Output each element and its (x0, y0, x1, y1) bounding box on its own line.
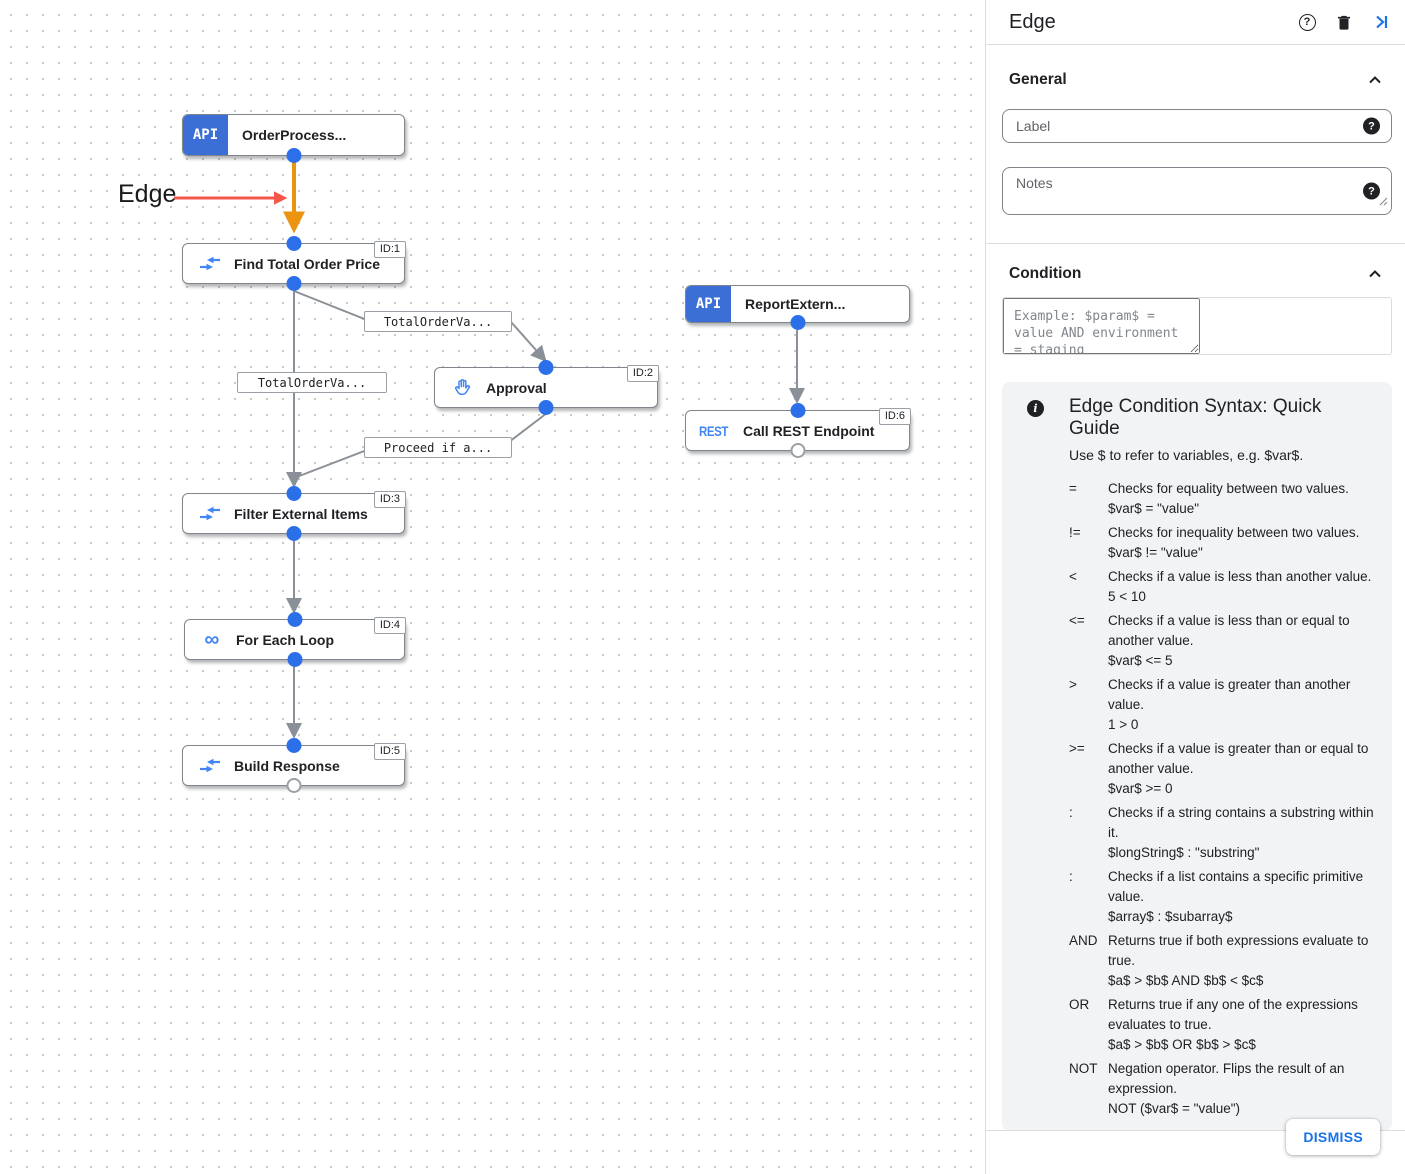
connection-dot[interactable] (286, 486, 301, 501)
node-call-rest-endpoint[interactable]: REST Call REST Endpoint ID:6 (685, 403, 911, 458)
approval-hand-icon (450, 377, 474, 398)
node-title: Build Response (234, 757, 340, 774)
node-build-response[interactable]: Build Response ID:5 (182, 738, 406, 793)
section-condition[interactable]: Condition (986, 264, 1405, 284)
guide-item: AND Returns true if both expressions eva… (1069, 933, 1369, 988)
guide-item: != Checks for inequality between two val… (1069, 525, 1360, 560)
node-filter-external-items[interactable]: Filter External Items ID:3 (182, 486, 406, 541)
api-icon: API (686, 286, 731, 322)
collapse-panel-icon[interactable] (1371, 12, 1391, 32)
guide-subtitle: Use $ to refer to variables, e.g. $var$. (1069, 447, 1304, 463)
info-icon: i (1027, 400, 1044, 417)
guide-item: < Checks if a value is less than another… (1069, 569, 1372, 604)
node-id-badge: ID:3 (373, 491, 406, 508)
condition-editor[interactable] (1002, 297, 1392, 355)
api-icon: API (183, 115, 228, 155)
connection-dot[interactable] (286, 738, 301, 753)
section-divider (986, 243, 1405, 244)
connection-dot[interactable] (538, 400, 554, 415)
connection-dot[interactable] (287, 612, 302, 627)
guide-item: <= Checks if a value is less than or equ… (1069, 613, 1350, 668)
node-id-badge: ID:5 (373, 743, 406, 760)
connection-dot[interactable] (286, 148, 301, 163)
condition-syntax-guide: i Edge Condition Syntax: Quick Guide Use… (1002, 382, 1392, 1131)
label-input[interactable] (1003, 110, 1391, 142)
node-title: Call REST Endpoint (743, 422, 875, 439)
guide-item: >= Checks if a value is greater than or … (1069, 741, 1369, 796)
node-approval[interactable]: Approval ID:2 (434, 360, 659, 415)
delete-icon[interactable] (1334, 12, 1354, 32)
edge-label-total-order-left[interactable]: TotalOrderVa... (237, 372, 387, 393)
guide-item: OR Returns true if any one of the expres… (1069, 997, 1358, 1052)
guide-item: > Checks if a value is greater than anot… (1069, 677, 1351, 732)
node-report-extern[interactable]: API ReportExtern... (685, 285, 910, 330)
resize-handle-icon[interactable] (1379, 193, 1388, 211)
connection-dot-end[interactable] (790, 443, 805, 458)
help-icon[interactable]: ? (1297, 12, 1317, 32)
chevron-up-icon[interactable] (1365, 264, 1385, 284)
edge-properties-panel: Edge ? General ? (985, 0, 1405, 1174)
guide-item: = Checks for equality between two values… (1069, 481, 1349, 516)
guide-item: : Checks if a list contains a specific p… (1069, 869, 1364, 924)
panel-title: Edge (1009, 10, 1056, 33)
guide-title: Edge Condition Syntax: Quick Guide (1069, 396, 1322, 439)
section-general[interactable]: General (986, 70, 1405, 90)
edge-label-proceed-if[interactable]: Proceed if a... (364, 437, 512, 458)
data-mapping-icon (198, 758, 222, 773)
label-field[interactable]: ? (1002, 109, 1392, 143)
dismiss-button[interactable]: DISMISS (1286, 1119, 1380, 1155)
node-title: Find Total Order Price (234, 255, 380, 272)
footer-divider (986, 1130, 1405, 1131)
node-title: ReportExtern... (745, 296, 846, 312)
connection-dot[interactable] (790, 315, 805, 330)
notes-input[interactable] (1003, 168, 1391, 214)
node-id-badge: ID:1 (373, 241, 406, 258)
node-for-each-loop[interactable]: ∞ For Each Loop ID:4 (184, 612, 406, 667)
connection-dot[interactable] (286, 236, 301, 251)
node-title: OrderProcess... (242, 127, 347, 143)
edge-label-total-order-upper[interactable]: TotalOrderVa... (364, 311, 512, 332)
guide-item: : Checks if a string contains a substrin… (1069, 805, 1374, 860)
node-title: Filter External Items (234, 505, 368, 522)
section-general-title: General (1009, 71, 1067, 88)
connection-dot[interactable] (790, 403, 805, 418)
data-mapping-icon (198, 506, 222, 521)
connection-dot[interactable] (286, 276, 301, 291)
connection-dot[interactable] (538, 360, 554, 375)
node-id-badge: ID:2 (626, 365, 659, 382)
notes-field[interactable]: ? (1002, 167, 1392, 215)
rest-icon: REST (699, 422, 729, 439)
workflow-canvas[interactable]: Edge API OrderProcess... Find Total Orde… (0, 0, 985, 1174)
node-order-process[interactable]: API OrderProcess... (182, 114, 405, 163)
connection-dot-end[interactable] (286, 778, 301, 793)
guide-item: NOT Negation operator. Flips the result … (1069, 1061, 1345, 1116)
node-id-badge: ID:4 (373, 617, 406, 634)
loop-icon: ∞ (204, 627, 220, 651)
edges-layer (174, 160, 805, 739)
section-condition-title: Condition (1009, 265, 1082, 282)
connection-dot[interactable] (287, 652, 302, 667)
data-mapping-icon (198, 256, 222, 271)
condition-input[interactable] (1003, 298, 1200, 354)
panel-header: Edge ? (986, 0, 1405, 45)
node-title: For Each Loop (236, 631, 334, 648)
node-id-badge: ID:6 (878, 408, 911, 425)
notes-help-icon[interactable]: ? (1363, 182, 1380, 200)
connection-dot[interactable] (286, 526, 301, 541)
node-title: Approval (486, 379, 547, 396)
edge-annotation-label: Edge (118, 180, 177, 208)
guide-items: = Checks for equality between two values… (1069, 479, 1374, 1119)
node-find-total-order-price[interactable]: Find Total Order Price ID:1 (182, 236, 406, 291)
label-help-icon[interactable]: ? (1363, 117, 1380, 135)
chevron-up-icon[interactable] (1365, 70, 1385, 90)
